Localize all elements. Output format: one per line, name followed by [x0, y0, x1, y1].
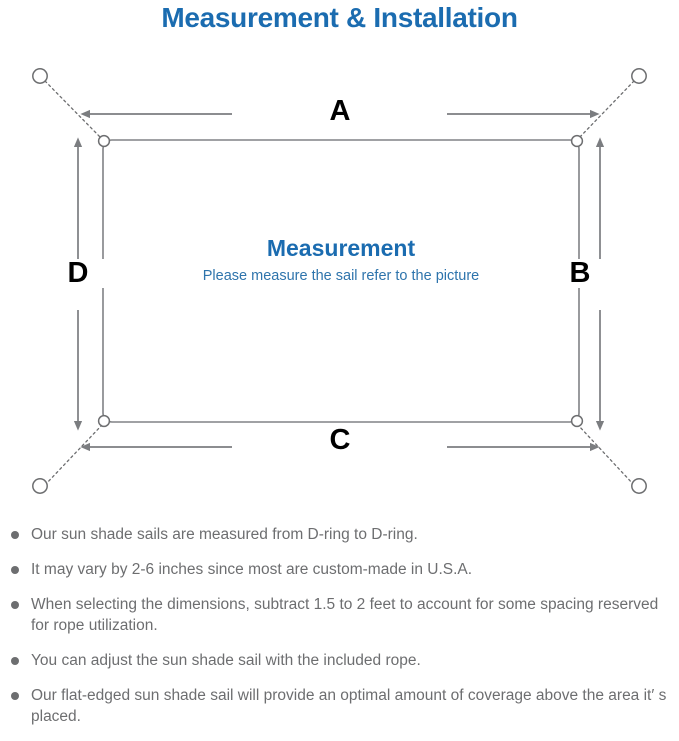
- anchor-top-right-icon: [631, 68, 647, 84]
- dimension-label-c: C: [310, 426, 370, 455]
- rope-line-bottom-right: [577, 424, 635, 486]
- rope-line-top-right: [577, 80, 635, 140]
- sail-caption-subtitle: Please measure the sail refer to the pic…: [202, 268, 480, 284]
- list-item: It may vary by 2-6 inches since most are…: [0, 559, 679, 580]
- anchor-bottom-right-icon: [631, 478, 647, 494]
- dimension-label-b: B: [550, 259, 610, 288]
- page-title: Measurement & Installation: [161, 2, 518, 33]
- list-item: When selecting the dimensions, subtract …: [0, 594, 679, 636]
- notes-list: Our sun shade sails are measured from D-…: [0, 524, 679, 741]
- bullet-icon: [11, 531, 19, 539]
- rope-line-top-left: [44, 80, 103, 140]
- list-item: You can adjust the sun shade sail with t…: [0, 650, 679, 671]
- list-item: Our sun shade sails are measured from D-…: [0, 524, 679, 545]
- bullet-icon: [11, 601, 19, 609]
- rope-line-bottom-left: [44, 424, 103, 486]
- dimension-label-a: A: [310, 97, 370, 126]
- list-item-text: You can adjust the sun shade sail with t…: [31, 652, 421, 669]
- bullet-icon: [11, 566, 19, 574]
- anchor-points: [32, 68, 647, 494]
- anchor-bottom-left-icon: [32, 478, 48, 494]
- list-item-text: When selecting the dimensions, subtract …: [31, 596, 659, 634]
- bullet-icon: [11, 692, 19, 700]
- diagram-svg: [32, 68, 647, 494]
- sail-measurement-diagram: A B C D Measurement Please measure the s…: [0, 48, 679, 518]
- anchor-top-left-icon: [32, 68, 48, 84]
- list-item-text: Our sun shade sails are measured from D-…: [31, 526, 418, 543]
- d-ring-bottom-left-icon: [97, 414, 111, 428]
- dimension-label-d: D: [48, 259, 108, 288]
- d-ring-top-right-icon: [570, 134, 584, 148]
- d-rings: [97, 134, 584, 428]
- list-item-text: It may vary by 2-6 inches since most are…: [31, 561, 473, 578]
- list-item-text: Our flat-edged sun shade sail will provi…: [31, 687, 667, 725]
- list-item: Our flat-edged sun shade sail will provi…: [0, 685, 679, 727]
- dimension-arrows: [73, 109, 605, 452]
- bullet-icon: [11, 657, 19, 665]
- d-ring-top-left-icon: [97, 134, 111, 148]
- d-ring-bottom-right-icon: [570, 414, 584, 428]
- sail-caption-title: Measurement: [266, 235, 416, 261]
- rope-lines: [44, 80, 635, 486]
- sail-caption: Measurement Please measure the sail refe…: [103, 233, 579, 287]
